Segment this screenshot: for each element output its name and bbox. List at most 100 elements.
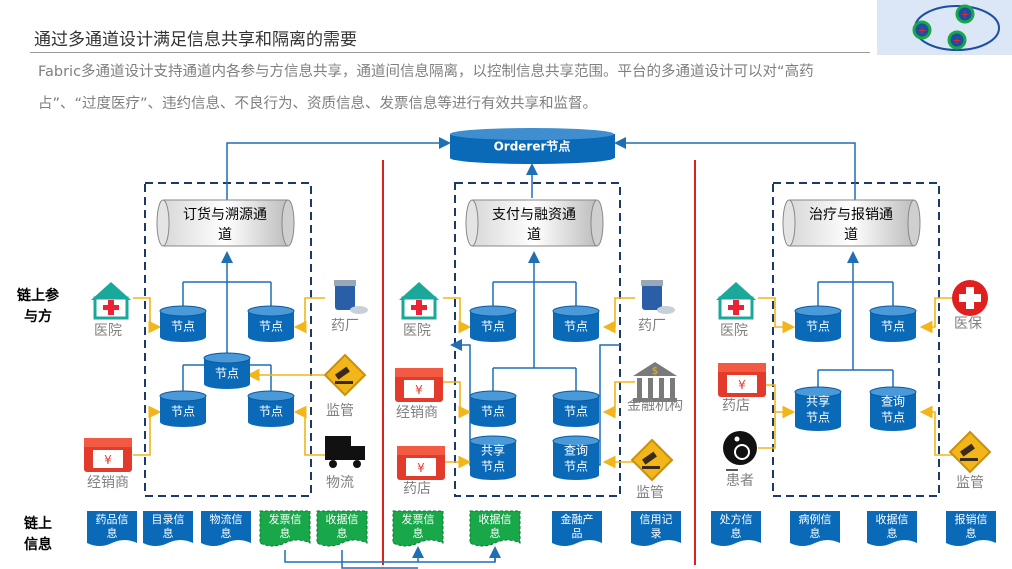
peer-node-label: 节点	[806, 411, 830, 425]
orderer-node: Orderer节点	[450, 128, 615, 164]
peer-node-label: 节点	[564, 320, 588, 334]
channel-box-3	[772, 182, 940, 497]
info-document-label: 发票信	[269, 512, 302, 526]
channel-2-name-line-1: 支付与融资通	[492, 207, 576, 223]
svg-text:¥: ¥	[415, 383, 423, 397]
channel-3-name-line-2: 道	[844, 227, 858, 243]
participant: 医院	[399, 282, 439, 339]
network-logo-icon: + + +	[912, 4, 1000, 51]
participant-label: 医院	[403, 323, 431, 339]
info-document-label: 处方信	[720, 512, 753, 526]
peer-node: 节点	[794, 305, 842, 342]
participant-label: 患者	[726, 473, 754, 489]
participant: 药厂	[638, 280, 675, 334]
info-document-label: 息	[221, 526, 232, 540]
peer-node: 节点	[552, 390, 600, 427]
info-document-label: 息	[490, 526, 501, 540]
description-line-1: Fabric多通道设计支持通道内各参与方信息共享，通道间信息隔离，以控制信息共享…	[38, 64, 814, 80]
participant: ¥经销商	[84, 438, 132, 491]
participant: 监管	[948, 430, 992, 491]
info-document-label: 收据信	[479, 512, 512, 526]
info-document-label: 息	[337, 526, 348, 540]
peer-node-label: 共享	[806, 394, 830, 409]
channel-1-name-line-1: 订货与溯源通	[183, 206, 267, 223]
info-document-label: 息	[810, 526, 821, 540]
svg-text:¥: ¥	[738, 378, 746, 392]
peer-node: 节点	[469, 305, 517, 342]
participant: 医保	[952, 280, 988, 332]
participant-label: 监管	[636, 485, 664, 501]
channel-1-name-line-2: 道	[218, 227, 232, 243]
participant-label: 医保	[954, 316, 982, 332]
info-document-label: 录	[651, 527, 662, 540]
store-icon: ¥	[395, 368, 443, 402]
participant: 物流	[325, 436, 365, 491]
info-document-label: 息	[163, 526, 174, 540]
hospital-icon	[91, 282, 131, 320]
hospital-icon	[399, 282, 439, 320]
participant: ¥ 药店	[397, 446, 445, 497]
store-icon: ¥	[718, 363, 766, 397]
description: Fabric多通道设计支持通道内各参与方信息共享，通道间信息隔离，以控制信息共享…	[38, 56, 998, 120]
participant: ¥药店	[718, 363, 766, 414]
info-document-label: 发票信	[402, 512, 435, 526]
peer-node: 节点	[552, 305, 600, 342]
peer-node: 节点	[869, 305, 917, 342]
peer-node-label: 节点	[564, 460, 588, 474]
truck-icon	[325, 436, 365, 468]
svg-text:$: $	[652, 366, 658, 377]
peer-node-label: 节点	[564, 405, 588, 419]
peer-node: 节点	[159, 390, 207, 427]
participant-label: 药店	[403, 481, 431, 497]
peer-node-label: 节点	[481, 460, 505, 474]
logo: + + +	[877, 0, 1012, 55]
info-document-label: 息	[280, 526, 291, 540]
participant: 医院	[716, 282, 756, 339]
peer-node: 节点	[469, 390, 517, 427]
info-document-label: 收据信	[876, 512, 909, 526]
peer-node-label: 节点	[259, 320, 283, 334]
info-document-label: 病例信	[799, 512, 832, 526]
gavel-icon	[323, 353, 367, 397]
participant-label: 医院	[94, 323, 122, 339]
row-label-info: 链上 信息	[24, 516, 52, 553]
participant-label: 药厂	[638, 318, 666, 334]
channel-box-1	[144, 182, 312, 497]
channel-2-name-line-2: 道	[527, 227, 541, 243]
participant: $ 金融机构	[627, 362, 683, 414]
participant-label: 医院	[720, 323, 748, 339]
peer-node-label: 节点	[881, 320, 905, 334]
participant-label: 物流	[326, 475, 354, 491]
participant-label: 经销商	[396, 405, 438, 421]
peer-node-label: 节点	[215, 367, 239, 381]
info-document-label: 息	[966, 526, 977, 540]
title-divider	[30, 52, 870, 53]
info-document-label: 息	[731, 526, 742, 540]
info-document: 发票信息	[392, 510, 444, 547]
peer-node-label: 节点	[806, 320, 830, 334]
svg-text:¥: ¥	[417, 461, 425, 475]
bank-icon: $	[633, 362, 677, 402]
info-document-label: 息	[413, 526, 424, 540]
pill-bottle-icon	[641, 280, 675, 314]
orderer-label: Orderer节点	[494, 139, 571, 154]
svg-text:+: +	[917, 24, 926, 37]
peer-node-label: 节点	[171, 405, 195, 419]
channel-3-name-line-1: 治疗与报销通	[809, 207, 893, 223]
participant: 药厂	[331, 280, 368, 334]
peer-node-label: 节点	[481, 320, 505, 334]
description-line-2: 占”、“过度医疗”、违约信息、不良行为、资质信息、发票信息等进行有效共享和监督。	[38, 96, 598, 112]
page-title: 通过多通道设计满足信息共享和隔离的需要	[34, 30, 357, 50]
svg-text:¥: ¥	[104, 453, 112, 467]
participant-label: 金融机构	[627, 398, 683, 414]
info-document-label: 品	[572, 527, 583, 540]
